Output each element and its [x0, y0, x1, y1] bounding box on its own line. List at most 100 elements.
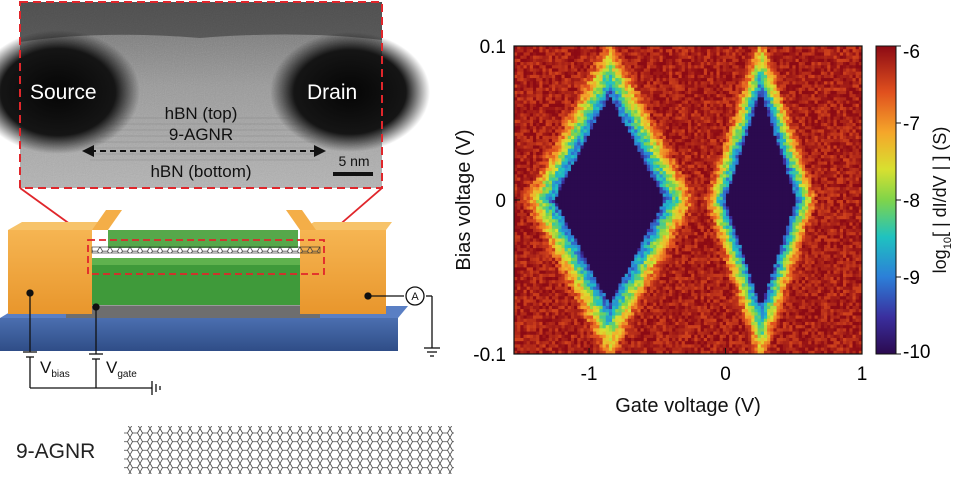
heatmap-cell [681, 68, 686, 73]
heatmap-cell [782, 100, 787, 105]
heatmap-cell [713, 90, 717, 95]
heatmap-cell [843, 58, 847, 63]
heatmap-cell [634, 100, 638, 105]
heatmap-cell [732, 161, 736, 166]
heatmap-cell [583, 100, 588, 105]
heatmap-cell [722, 71, 727, 76]
heatmap-cell [523, 139, 528, 143]
heatmap-cell [713, 145, 717, 150]
heatmap-cell [529, 58, 534, 63]
heatmap-cell [744, 139, 749, 143]
heatmap-cell [748, 187, 752, 191]
heatmap-cell [805, 87, 809, 92]
heatmap-cell [798, 183, 803, 188]
heatmap-cell [798, 119, 803, 124]
heatmap-cell [830, 129, 834, 134]
heatmap-cell [669, 183, 673, 188]
heatmap-cell [846, 58, 850, 63]
heatmap-cell [836, 126, 841, 130]
heatmap-cell [770, 110, 774, 114]
heatmap-cell [710, 81, 714, 85]
heatmap-cell [672, 113, 676, 117]
heatmap-cell [586, 174, 591, 178]
heatmap-cell [640, 103, 645, 108]
heatmap-cell [634, 55, 638, 60]
heatmap-cell [570, 110, 575, 114]
heatmap-cell [779, 97, 784, 101]
heatmap-cell [631, 171, 635, 175]
heatmap-cell [532, 145, 537, 150]
heatmap-cell [767, 187, 771, 191]
heatmap-cell [741, 71, 746, 76]
heatmap-cell [798, 74, 803, 79]
heatmap-cell [725, 155, 730, 159]
heatmap-cell [608, 161, 613, 166]
heatmap-cell [827, 180, 831, 185]
heatmap-cell [855, 65, 860, 69]
heatmap-cell [643, 161, 648, 166]
heatmap-cell [770, 126, 774, 130]
heatmap-cell [608, 123, 613, 127]
heatmap-cell [681, 74, 686, 79]
heatmap-cell [539, 65, 543, 69]
heatmap-cell [536, 90, 540, 95]
heatmap-cell [843, 119, 847, 124]
heatmap-cell [551, 142, 556, 146]
heatmap-cell [643, 180, 648, 185]
heatmap-cell [653, 106, 657, 111]
heatmap-cell [716, 106, 721, 111]
heatmap-cell [643, 177, 648, 182]
heatmap-cell [624, 71, 629, 76]
heatmap-cell [767, 58, 771, 63]
heatmap-cell [710, 180, 714, 185]
heatmap-cell [646, 110, 651, 114]
heatmap-cell [672, 183, 676, 188]
heatmap-cell [738, 113, 743, 117]
heatmap-cell [703, 177, 708, 182]
heatmap-cell [782, 177, 787, 182]
heatmap-cell [722, 167, 727, 172]
heatmap-cell [634, 129, 638, 134]
heatmap-cell [792, 62, 796, 66]
heatmap-cell [830, 78, 834, 82]
heatmap-cell [763, 97, 768, 101]
heatmap-cell [852, 164, 857, 169]
heatmap-cell [820, 158, 825, 162]
heatmap-cell [843, 116, 847, 121]
heatmap-cell [751, 74, 755, 79]
heatmap-cell [678, 100, 683, 105]
heatmap-cell [713, 148, 717, 153]
heatmap-cell [539, 129, 543, 134]
heatmap-cell [773, 171, 777, 175]
heatmap-cell [811, 74, 815, 79]
heatmap-cell [520, 139, 524, 143]
heatmap-cell [827, 87, 831, 92]
heatmap-cell [545, 81, 550, 85]
heatmap-cell [852, 177, 857, 182]
heatmap-cell [646, 71, 651, 76]
heatmap-cell [514, 129, 518, 134]
heatmap-cell [716, 81, 721, 85]
ribbon-lattice [124, 426, 454, 474]
heatmap-cell [767, 139, 771, 143]
heatmap-cell [637, 103, 641, 108]
heatmap-cell [665, 183, 670, 188]
heatmap-cell [599, 55, 603, 60]
heatmap-cell [583, 87, 588, 92]
heatmap-cell [558, 94, 562, 98]
heatmap-cell [716, 142, 721, 146]
heatmap-cell [684, 135, 689, 140]
heatmap-cell [555, 55, 559, 60]
heatmap-cell [570, 113, 575, 117]
heatmap-cell [672, 46, 676, 50]
heatmap-cell [738, 158, 743, 162]
heatmap-cell [570, 139, 575, 143]
heatmap-cell [713, 139, 717, 143]
heatmap-cell [801, 87, 806, 92]
heatmap-cell [858, 177, 862, 182]
heatmap-cell [567, 161, 572, 166]
heatmap-cell [792, 123, 796, 127]
heatmap-cell [653, 68, 657, 73]
heatmap-cell [849, 187, 853, 191]
heatmap-cell [536, 65, 540, 69]
